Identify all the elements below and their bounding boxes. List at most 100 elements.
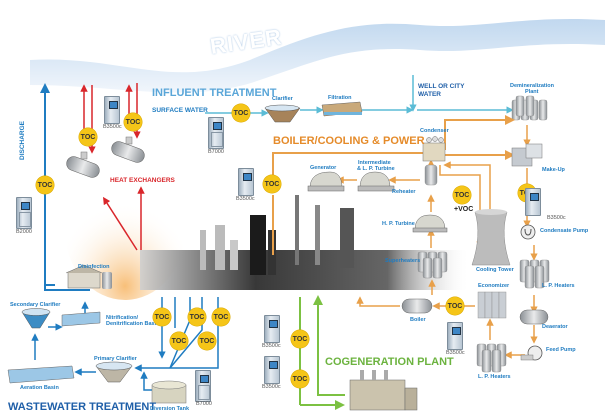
diversion-tank-label: Diversion Tank [150,406,190,412]
analyzer-label-b3500c: B3500c [262,343,281,349]
aeration-basin [7,365,75,384]
analyzer-label-b3500c: B3500c [262,384,281,390]
cooling-tower [471,209,511,266]
toc-badge: TOC [291,330,309,348]
discharge-label: DISCHARGE [19,120,26,160]
cooling-tower-label: Cooling Tower [476,267,514,273]
analyzer-label-b3500c: B3500c [547,215,566,221]
generator-label: Generator [310,165,337,171]
filtration-unit [321,101,363,117]
intermediate-lp-turbine [357,171,395,192]
river-band [30,18,605,93]
nitrification-label-1: Nitrification/ [106,315,139,321]
well-city-label-2: WATER [418,91,441,98]
industrial-skyline [140,195,470,290]
lp-heaters-bottom [476,343,507,373]
surface-water-label: SURFACE WATER [152,107,208,114]
make-up-label: Make-Up [542,167,565,173]
section-influent-treatment: INFLUENT TREATMENT [152,87,277,99]
reheater [424,164,438,186]
analyzer-label-b2000: B2000 [16,229,32,235]
disinfection-label: Disinfection [78,264,110,270]
analyzer-label-b3500c: B3500c [446,350,465,356]
superheaters [417,251,448,279]
analyzer-b3500c [104,96,120,124]
cogeneration-factory [349,370,418,411]
aeration-basin-label: Aeration Basin [20,385,59,391]
demineralization-label-1: Demineralization [510,83,555,89]
feed-pump [520,345,543,361]
boiler-label: Boiler [410,317,426,323]
analyzer-b3500c [264,356,280,384]
toc-badge: TOC [36,176,54,194]
heat-exchanger-2 [111,136,145,163]
condensate-pump-label: Condensate Pump [540,228,589,234]
nitrification-label-2: Denitrification Basin [106,321,160,327]
primary-clarifier-label: Primary Clarifier [94,356,137,362]
condenser-label: Condenser [420,128,449,134]
toc-badge: TOC [263,175,281,193]
demineralization-label-2: Plant [525,89,539,95]
economizer-label: Economizer [478,283,510,289]
clarifier-influent [264,104,301,123]
make-up-unit [511,143,543,167]
primary-clarifier [95,361,133,383]
feed-pump-label: Feed Pump [546,347,576,353]
analyzer-label-b7000: B7000 [196,401,212,407]
analyzer-b3500c [264,315,280,343]
secondary-clarifier-label: Secondary Clarifier [10,302,61,308]
toc-badge: TOC [188,308,206,326]
analyzer-label-b7000: B7000 [208,149,224,155]
analyzer-b3500c [238,168,254,196]
toc-badge: TOC [170,332,188,350]
superheaters-label: Superheaters [385,258,421,264]
well-city-label-1: WELL OR CITY [418,83,465,90]
analyzer-b3500c [525,188,541,216]
analyzer-b3500c [447,322,463,350]
voc-label: +VOC [454,206,474,213]
toc-badge: TOC [291,370,309,388]
toc-badge: TOC [79,128,97,146]
analyzer-b7000 [195,370,211,402]
secondary-clarifier [21,308,51,329]
clarifier-label: Clarifier [272,96,293,102]
disinfection-building [65,264,112,289]
toc-badge: TOC [232,104,250,122]
toc-badge: TOC [446,297,464,315]
hp-turbine [412,214,448,233]
toc-badge: TOC [453,186,471,204]
lp-heaters-top [519,259,550,289]
reheater-label: Reheater [392,189,416,195]
analyzer-b7000 [208,117,224,149]
condensate-pump [520,224,536,240]
toc-badge: TOC [198,332,216,350]
intermediate-label-2: & L. P. Turbine [357,166,395,172]
lp-heaters-bottom-label: L. P. Heaters [478,374,511,380]
diversion-tank [151,380,187,404]
toc-badge: TOC [153,308,171,326]
analyzer-b2000 [16,197,32,229]
demineralization-plant [511,95,548,121]
section-boiler-cooling-power: BOILER/COOLING & POWER [273,135,425,147]
boiler [401,298,433,314]
heat-exchanger-1 [66,151,100,178]
section-wastewater-treatment: WASTEWATER TREATMENT [8,401,157,413]
section-cogeneration-plant: COGENERATION PLANT [325,356,454,368]
intermediate-label-1: Intermediate [358,160,391,166]
condenser [422,136,446,162]
toc-badge: TOC [212,308,230,326]
toc-badge: TOC [124,113,142,131]
generator [307,171,345,192]
economizer [477,291,507,319]
heat-exchangers-label: HEAT EXCHANGERS [110,177,175,184]
hp-turbine-label: H. P. Turbine [382,221,415,227]
filtration-label: Filtration [328,95,352,101]
lp-heaters-top-label: L. P. Heaters [542,283,575,289]
deaerator-label: Deaerator [542,324,568,330]
analyzer-label-b3500c: B3500c [103,124,122,130]
nitrification-basin [61,311,101,327]
analyzer-label-b3500c: B3500c [236,196,255,202]
deaerator [519,309,549,325]
